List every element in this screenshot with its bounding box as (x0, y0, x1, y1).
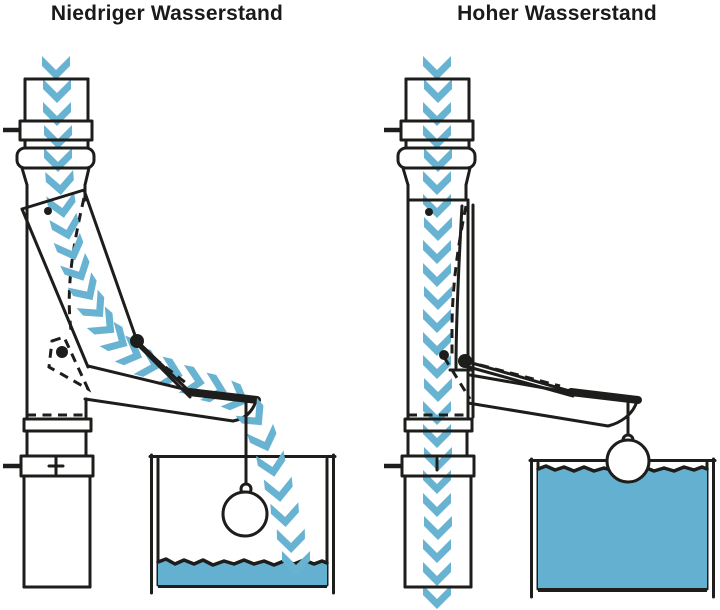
flap-hinge-dot (44, 207, 52, 215)
chute-spout-lip (606, 399, 639, 428)
water-high (538, 466, 707, 588)
float-ball (605, 438, 651, 484)
housing-double-wall (466, 198, 475, 419)
coupling-cross-mark (47, 455, 65, 476)
chute-top-edge (86, 364, 198, 394)
diverter-flap-closed (406, 198, 642, 428)
flap-plate-closed (454, 204, 464, 370)
linkage-pivot-dot (56, 346, 68, 358)
panel-title-high-water: Hoher Wasserstand (457, 2, 657, 25)
linkage-dashed-outline (47, 335, 92, 393)
float-assembly-high (605, 399, 651, 484)
water-low (158, 559, 327, 585)
flap-hinge-dot (425, 208, 433, 216)
counterweight-bar (567, 388, 642, 404)
panel-high-water (384, 56, 717, 609)
downpipe-lower-left (3, 415, 93, 587)
chute-top-edge (468, 373, 575, 395)
flap-plate-edge (20, 207, 90, 369)
linkage-dashed (442, 356, 472, 400)
chute-bottom-edge (83, 397, 235, 423)
linkage-pivot-dot (439, 350, 449, 360)
chute-bottom-edge (466, 401, 610, 428)
panel-low-water (3, 56, 337, 595)
panel-title-low-water: Niedriger Wasserstand (50, 2, 284, 25)
flap-swing-dashed-guide (67, 197, 86, 331)
diverter-flap-open (20, 188, 261, 423)
flap-dashed-edge (450, 205, 468, 355)
lever-alt-dashed (140, 346, 187, 385)
flap-plate (20, 188, 139, 343)
float-ball (221, 490, 269, 538)
float-assembly-low (221, 399, 269, 538)
counterweight-bar (185, 388, 261, 404)
